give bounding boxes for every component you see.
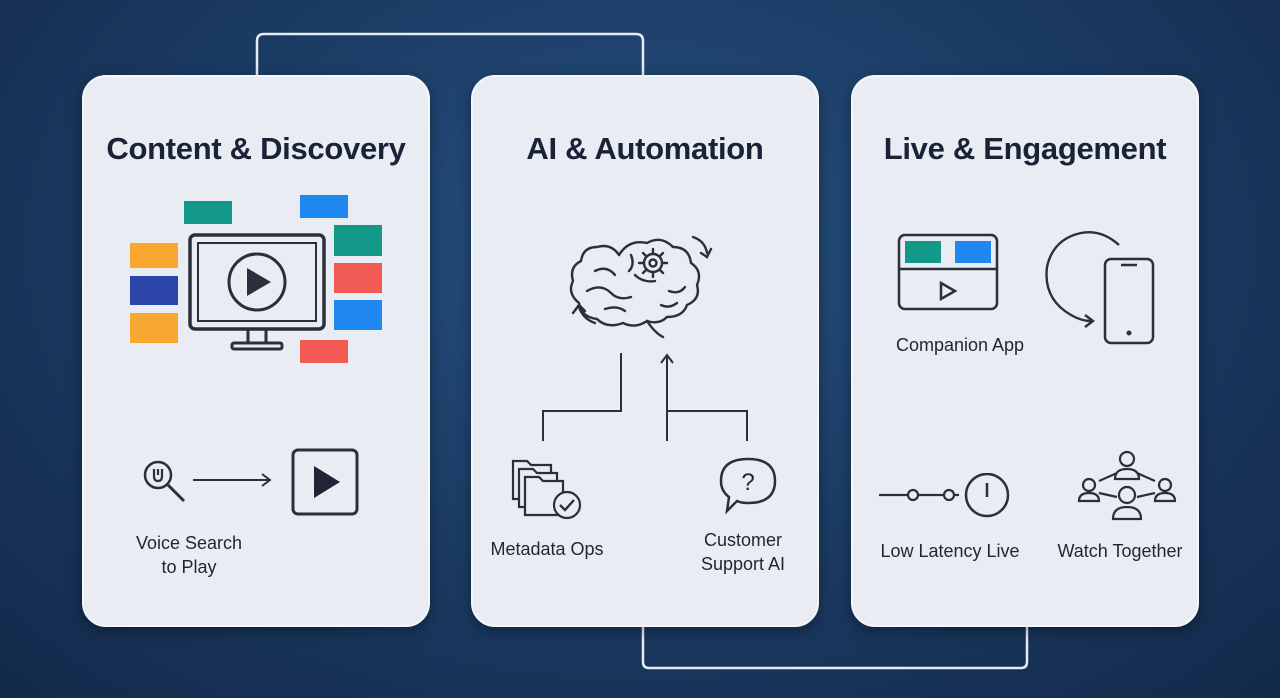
card-content-discovery: Content & Discovery Voice Search to — [82, 75, 430, 627]
timeline-clock-icon — [879, 473, 1010, 518]
card-title: Content & Discovery — [106, 131, 406, 166]
watch-together-label: Watch Together — [1057, 541, 1183, 561]
tile-blue-top — [300, 195, 348, 218]
low-latency-label: Low Latency Live — [880, 541, 1020, 561]
voice-search-icon — [143, 460, 186, 503]
smartphone-icon — [1045, 231, 1155, 345]
card-ai-automation: AI & Automation — [471, 75, 819, 627]
play-button-icon — [291, 448, 359, 516]
question-bubble-icon: ? — [719, 457, 777, 515]
brain-gear-icon — [569, 235, 713, 339]
customer-support-label: Customer Support AI — [700, 530, 786, 574]
tile-blue-right — [334, 300, 382, 330]
flow-arrows — [542, 353, 748, 441]
metadata-ops-label: Metadata Ops — [490, 539, 604, 559]
card-title: AI & Automation — [526, 131, 764, 166]
group-users-icon — [1077, 450, 1177, 521]
top-connector — [255, 32, 645, 77]
tile-navy — [130, 276, 178, 305]
tile-blue — [955, 241, 991, 263]
tile-orange-2 — [130, 313, 178, 343]
companion-app-label: Companion App — [895, 335, 1025, 355]
tile-teal-top — [184, 201, 232, 224]
card-title: Live & Engagement — [883, 131, 1167, 166]
voice-search-label: Voice Search to Play — [135, 533, 243, 577]
monitor-play-icon — [130, 195, 382, 363]
card-live-engagement: Live & Engagement Companion App — [851, 75, 1199, 627]
svg-text:?: ? — [741, 469, 754, 496]
tile-orange-1 — [130, 243, 178, 268]
tile-teal — [905, 241, 941, 263]
tile-red-right — [334, 263, 382, 293]
bottom-connector — [641, 626, 1029, 670]
tile-red-bottom — [300, 340, 348, 363]
folder-check-icon — [511, 459, 582, 520]
companion-app-icon — [897, 233, 999, 311]
tile-teal-right — [334, 225, 382, 256]
arrow-right-icon — [193, 473, 272, 487]
